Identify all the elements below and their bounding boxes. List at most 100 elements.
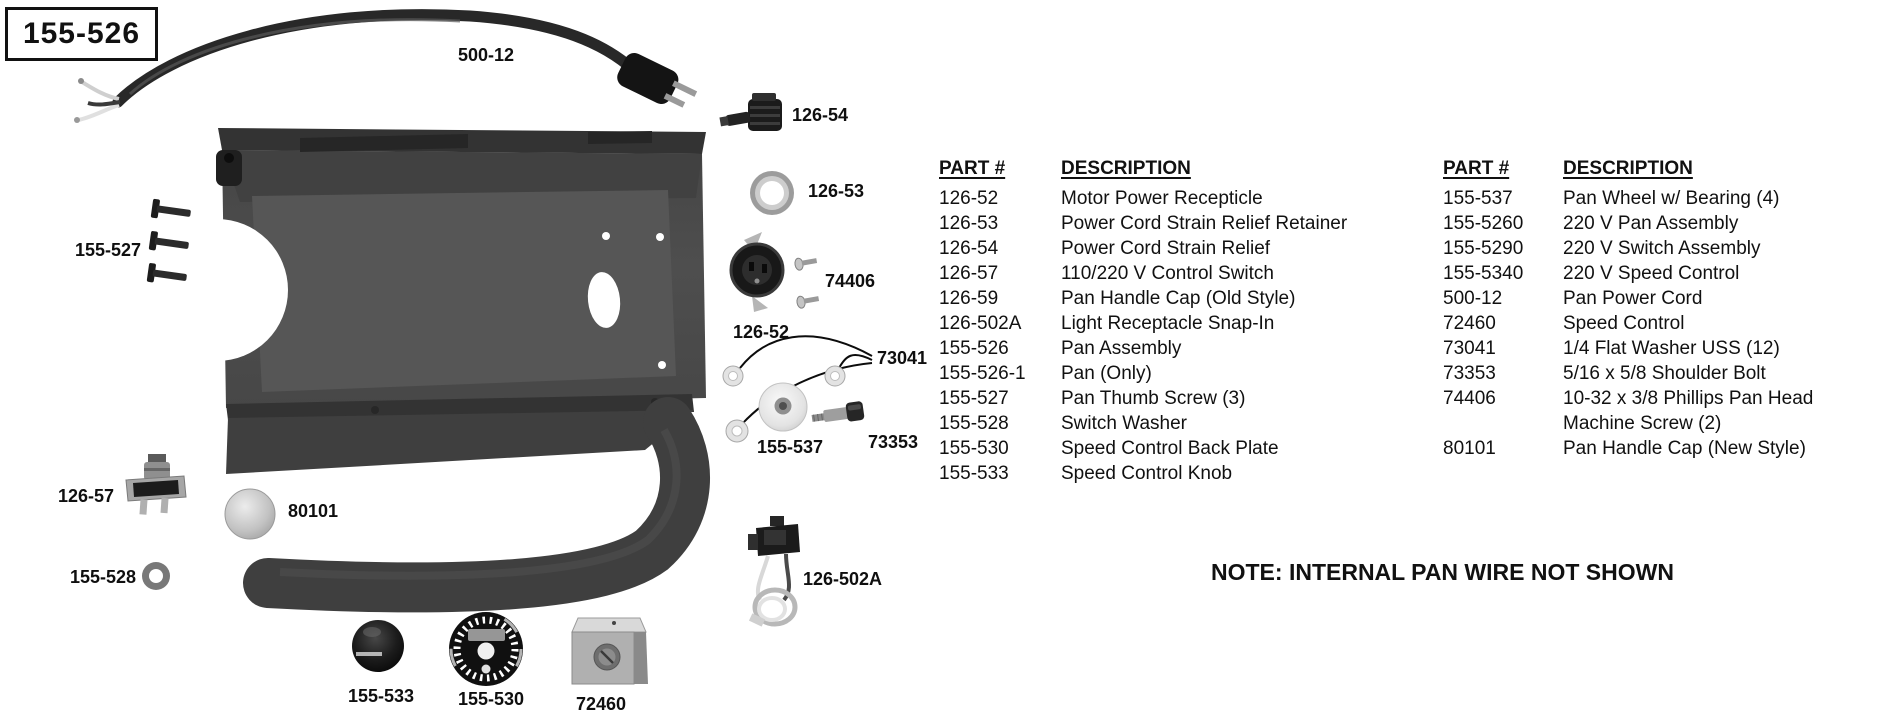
table-row: 126-59 Pan Handle Cap (Old Style)	[939, 286, 1433, 311]
part-number-cell: 155-5340	[1443, 263, 1524, 284]
shoulder-bolt-illustration	[811, 401, 865, 422]
description-cell: Pan Assembly	[1061, 338, 1182, 359]
description-cell: Power Cord Strain Relief	[1061, 238, 1271, 259]
pan-assembly-illustration	[146, 128, 710, 613]
parts-table-right-header: PART # DESCRIPTION	[1443, 156, 1885, 181]
description-cell: Switch Washer	[1061, 413, 1187, 434]
description-cell: Power Cord Strain Relief Retainer	[1061, 213, 1348, 234]
description-cell: Pan (Only)	[1061, 363, 1152, 384]
part-label-retainer: 126-53	[808, 181, 865, 201]
speed-control-illustration	[571, 617, 648, 685]
table-row: 155-530 Speed Control Back Plate	[939, 436, 1433, 461]
column-header-part: PART #	[1443, 158, 1510, 179]
part-number-cell: 126-53	[939, 213, 999, 234]
assembly-number: 155-526	[22, 17, 141, 50]
pan-handle-illustration	[243, 397, 710, 613]
table-row: 126-57 110/220 V Control Switch	[939, 261, 1433, 286]
description-cell: 220 V Pan Assembly	[1563, 213, 1739, 234]
description-cell: 220 V Speed Control	[1563, 263, 1740, 284]
description-cell: Pan Power Cord	[1563, 288, 1703, 309]
strain-relief-retainer-illustration	[750, 171, 794, 215]
table-row: 155-533 Speed Control Knob	[939, 461, 1433, 486]
part-label-light-receptacle: 126-502A	[803, 569, 883, 589]
part-number-cell: 74406	[1443, 388, 1496, 409]
column-header-part: PART #	[939, 158, 1006, 179]
part-number-cell: 155-528	[939, 413, 1009, 434]
speed-back-plate-illustration	[449, 612, 523, 686]
part-number-cell: 126-57	[939, 263, 999, 284]
part-number-cell: 155-5260	[1443, 213, 1524, 234]
internal-wire-note: NOTE: INTERNAL PAN WIRE NOT SHOWN	[1211, 559, 1674, 585]
column-header-description: DESCRIPTION	[1563, 158, 1693, 179]
part-label-switch-washer: 155-528	[70, 567, 137, 587]
description-cell: Pan Handle Cap (New Style)	[1563, 438, 1806, 459]
part-number-cell: 155-530	[939, 438, 1009, 459]
parts-table-left-header: PART # DESCRIPTION	[939, 156, 1433, 181]
part-number-cell: 155-526-1	[939, 363, 1026, 384]
part-number-cell: 155-537	[1443, 188, 1513, 209]
table-row: 155-526-1 Pan (Only)	[939, 361, 1433, 386]
description-cell: Light Receptacle Snap-In	[1061, 313, 1275, 334]
part-number-cell: 155-527	[939, 388, 1009, 409]
table-row: 126-53 Power Cord Strain Relief Retainer	[939, 211, 1433, 236]
table-row: 155-537 Pan Wheel w/ Bearing (4)	[1443, 186, 1885, 211]
part-number-cell: 500-12	[1443, 288, 1503, 309]
part-number-cell: 73353	[1443, 363, 1496, 384]
description-cell: Pan Wheel w/ Bearing (4)	[1563, 188, 1780, 209]
description-cell: 1/4 Flat Washer USS (12)	[1563, 338, 1780, 359]
part-number-cell: 126-52	[939, 188, 999, 209]
table-row: 155-528 Switch Washer	[939, 411, 1433, 436]
table-row: 155-5260 220 V Pan Assembly	[1443, 211, 1885, 236]
description-cell: Pan Handle Cap (Old Style)	[1061, 288, 1296, 309]
column-header-description: DESCRIPTION	[1061, 158, 1191, 179]
part-number-cell: 155-5290	[1443, 238, 1524, 259]
description-cell: Speed Control Back Plate	[1061, 438, 1279, 459]
light-receptacle-illustration	[748, 516, 800, 627]
part-label-power-cord: 500-12	[458, 45, 515, 65]
pan-wheel-illustration	[758, 382, 808, 432]
assembly-number-box: 155-526	[5, 7, 158, 61]
power-cord-illustration	[74, 9, 698, 123]
table-row: 126-52 Motor Power Recepticle	[939, 186, 1433, 211]
part-label-pan-wheel: 155-537	[757, 437, 824, 457]
part-number-cell: 126-502A	[939, 313, 1022, 334]
part-label-motor-receptacle: 126-52	[733, 322, 790, 342]
switch-washer-illustration	[142, 562, 170, 590]
table-row: 126-502A Light Receptacle Snap-In	[939, 311, 1433, 336]
parts-table-right-rows: 155-537 Pan Wheel w/ Bearing (4) 155-5260…	[1443, 186, 1885, 461]
speed-knob-illustration	[352, 620, 404, 672]
part-number-cell: 155-526	[939, 338, 1009, 359]
part-label-control-switch: 126-57	[58, 486, 115, 506]
description-cell: Pan Thumb Screw (3)	[1061, 388, 1246, 409]
table-row: 155-526 Pan Assembly	[939, 336, 1433, 361]
part-number-cell: 126-59	[939, 288, 999, 309]
part-number-cell: 155-533	[939, 463, 1009, 484]
description-cell: Speed Control Knob	[1061, 463, 1233, 484]
control-switch-illustration	[125, 454, 187, 515]
motor-receptacle-illustration	[729, 232, 785, 312]
table-row: 500-12 Pan Power Cord	[1443, 286, 1885, 311]
handle-cap-illustration	[224, 488, 276, 540]
strain-relief-illustration	[719, 93, 782, 131]
description-cell: Motor Power Recepticle	[1061, 188, 1263, 209]
parts-table-left: PART # DESCRIPTION 126-52 Motor Power Rece…	[939, 156, 1433, 486]
description-cell: 110/220 V Control Switch	[1061, 263, 1274, 284]
part-number-cell: 126-54	[939, 238, 999, 259]
thumb-screws-illustration	[146, 198, 191, 283]
power-plug-illustration	[617, 52, 698, 108]
table-row: 155-5340 220 V Speed Control	[1443, 261, 1885, 286]
part-label-machine-screws: 74406	[825, 271, 876, 291]
part-label-thumb-screws: 155-527	[75, 240, 142, 260]
part-label-back-plate: 155-530	[458, 689, 525, 709]
part-number-cell: 72460	[1443, 313, 1496, 334]
parts-table-right: PART # DESCRIPTION 155-537 Pan Wheel w/ Be…	[1443, 156, 1885, 461]
part-label-strain-relief: 126-54	[792, 105, 849, 125]
part-label-shoulder-bolt: 73353	[868, 432, 919, 452]
